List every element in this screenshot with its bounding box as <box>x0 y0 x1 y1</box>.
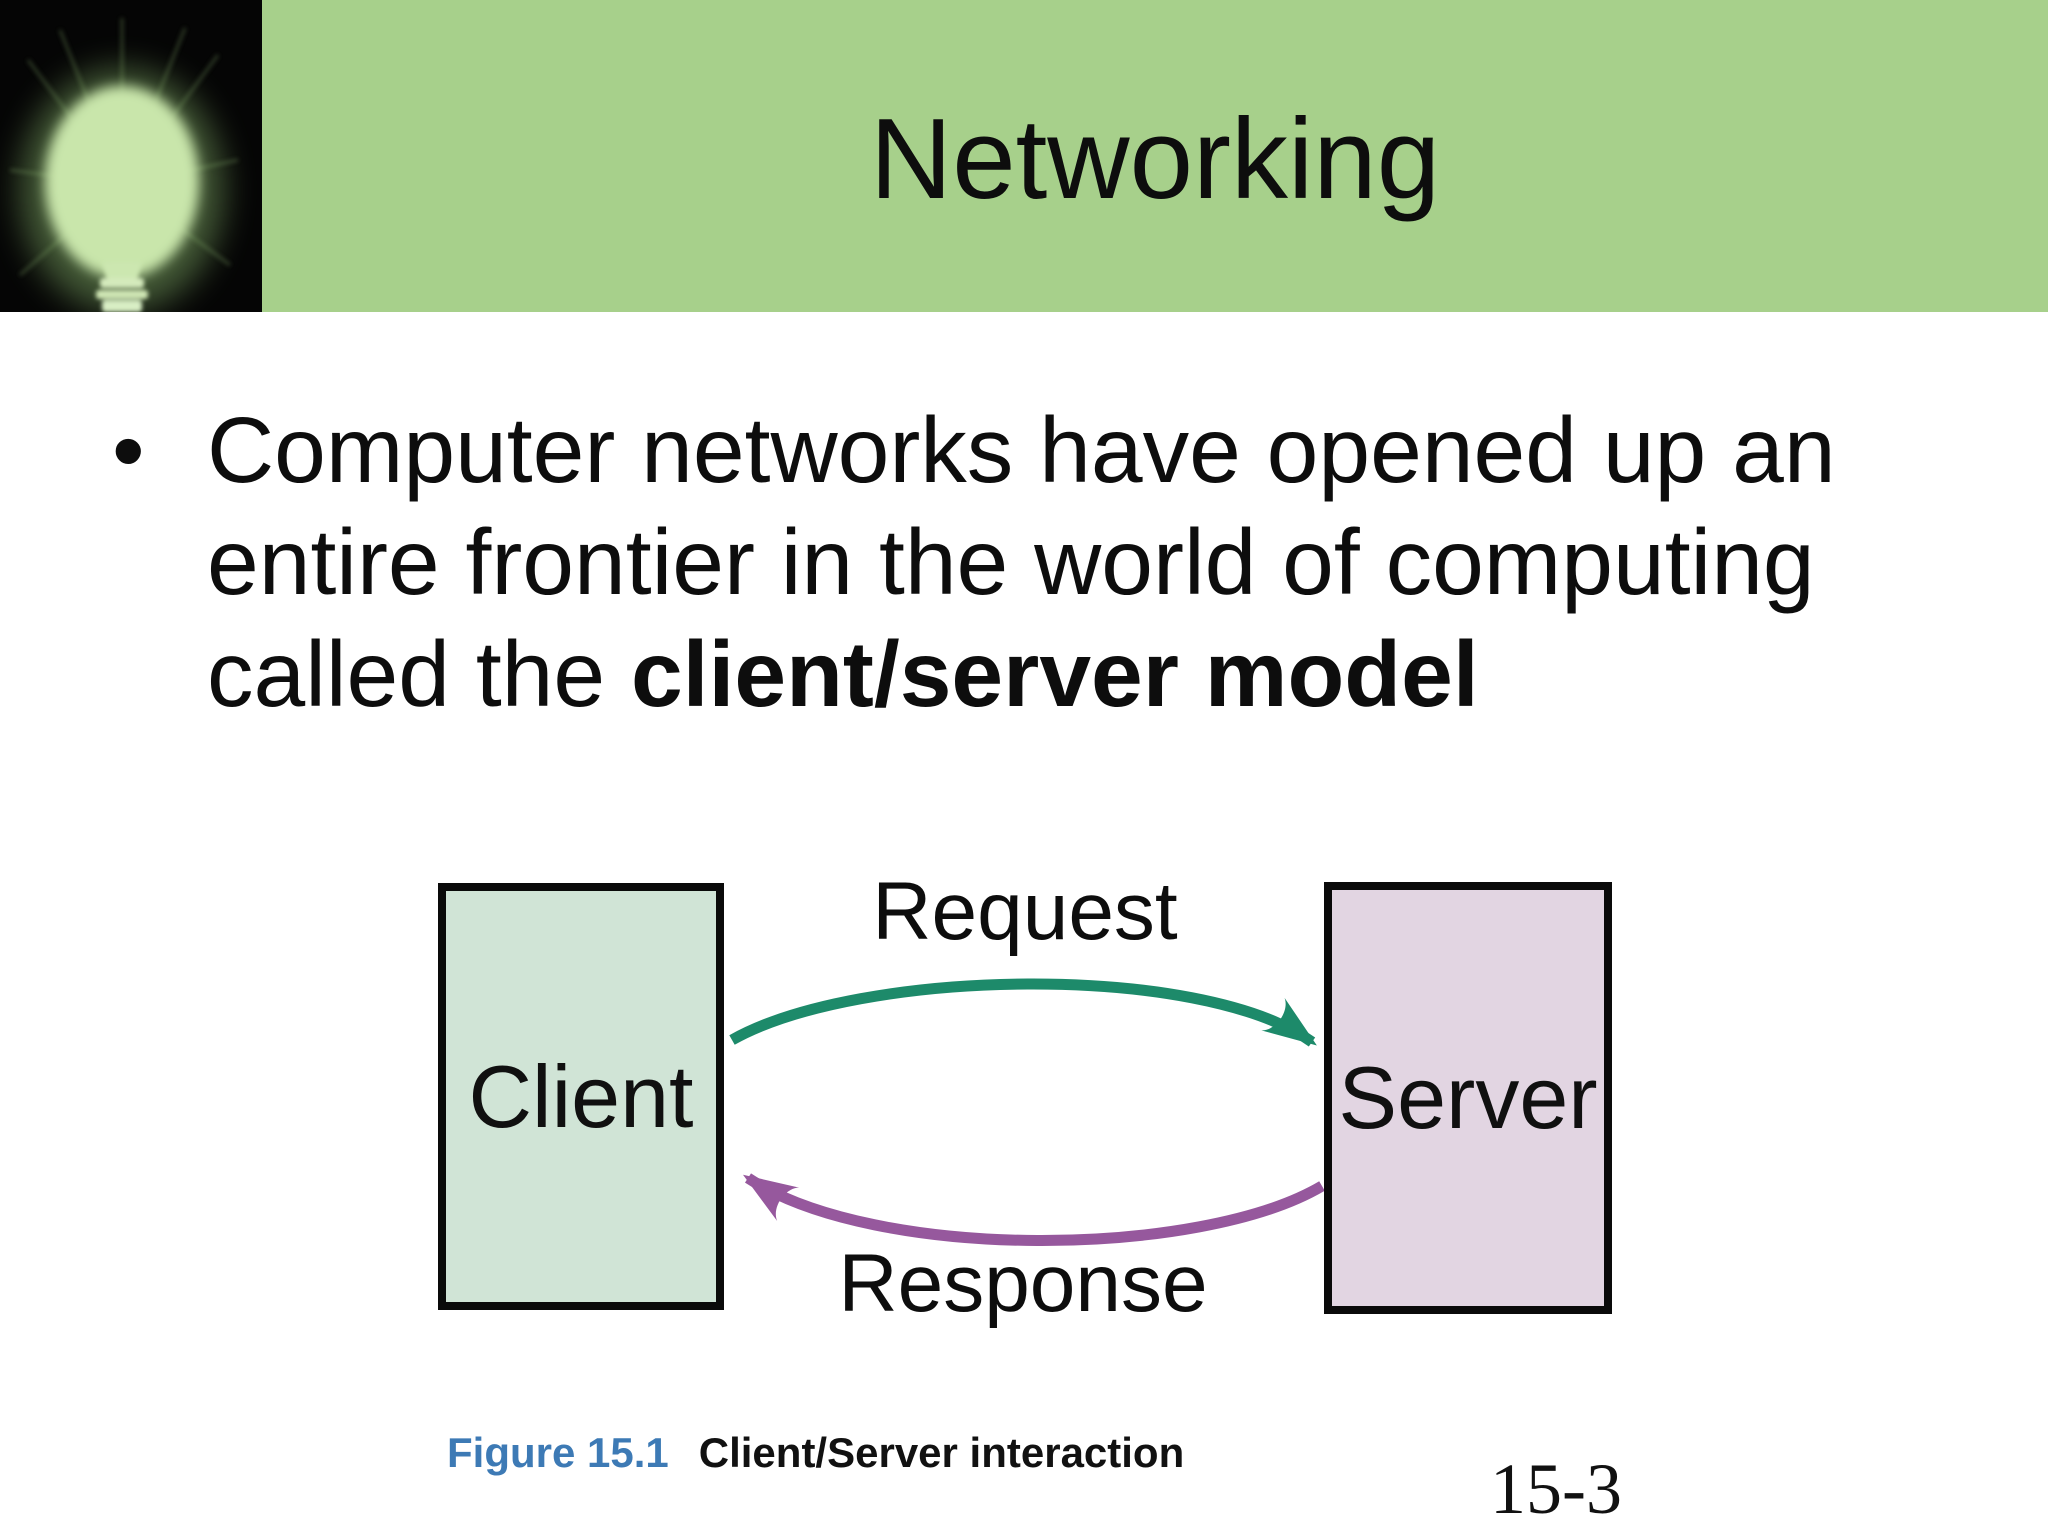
server-box: Server <box>1324 882 1612 1314</box>
bullet-paragraph: Computer networks have opened up an enti… <box>207 394 1967 730</box>
bullet-line-bold-term: client/server model <box>630 622 1479 726</box>
bullet-marker: • <box>112 398 145 502</box>
bullet-line: entire frontier in the world of computin… <box>207 510 1815 614</box>
bullet-line-regular: called the <box>207 622 631 726</box>
bullet-line: called the client/server model <box>207 618 1967 730</box>
figure-caption-text: Client/Server interaction <box>698 1429 1185 1476</box>
response-arrow <box>742 1173 1325 1246</box>
client-box: Client <box>438 883 724 1310</box>
lightbulb-image <box>0 0 262 312</box>
bullet-line: Computer networks have opened up an <box>207 398 1836 502</box>
title-banner: Networking <box>262 0 2048 312</box>
page-title: Networking <box>869 96 1441 223</box>
page-number: 15-3 <box>1490 1449 1622 1529</box>
figure-number-label: Figure 15.1 <box>447 1429 669 1476</box>
client-box-label: Client <box>468 1046 694 1146</box>
server-box-label: Server <box>1338 1048 1598 1147</box>
figure-caption: Figure 15.1 Client/Server interaction <box>447 1428 1184 1478</box>
request-arrow <box>729 978 1317 1047</box>
response-label: Response <box>838 1238 1208 1329</box>
glowing-lightbulb-icon <box>0 0 262 312</box>
request-label: Request <box>872 866 1178 957</box>
